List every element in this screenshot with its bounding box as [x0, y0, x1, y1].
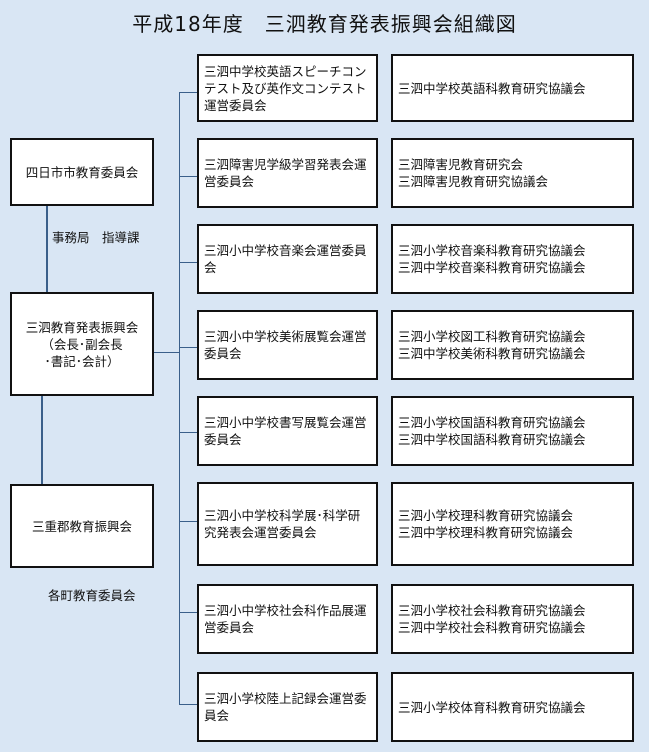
yokkaichi-board-box: 四日市市教育委員会 — [10, 138, 154, 206]
council-label: 三泗小学校社会科教育研究協議会 三泗中学校社会科教育研究協議会 — [398, 603, 586, 635]
committee-label: 三泗小中学校社会科作品展運営委員会 — [204, 603, 367, 635]
council-box: 三泗小学校図工科教育研究協議会 三泗中学校美術科教育研究協議会 — [391, 310, 634, 380]
mie-gun-association-label: 三重郡教育振興会 — [31, 518, 132, 534]
page-title: 平成18年度 三泗教育発表振興会組織図 — [132, 12, 517, 36]
committee-label: 三泗小中学校音楽会運営委員会 — [204, 243, 367, 275]
sanshi-association-label: 三泗教育発表振興会 （会長･副会長 ･書記･会計） — [25, 319, 139, 369]
connector-center-trunk — [153, 352, 179, 353]
council-label: 三泗小学校音楽科教育研究協議会 三泗中学校音楽科教育研究協議会 — [398, 243, 586, 275]
council-box: 三泗小学校国語科教育研究協議会 三泗中学校国語科教育研究協議会 — [391, 396, 634, 466]
yokkaichi-board-label: 四日市市教育委員会 — [25, 164, 139, 180]
committee-label: 三泗小学校陸上記録会運営委員会 — [204, 691, 367, 723]
committee-box: 三泗小学校陸上記録会運営委員会 — [197, 672, 378, 742]
sanshi-association-box: 三泗教育発表振興会 （会長･副会長 ･書記･会計） — [10, 292, 154, 396]
connector-branch — [179, 262, 198, 263]
committee-label: 三泗障害児学級学習発表会運営委員会 — [204, 157, 367, 189]
connector-branch — [179, 92, 198, 93]
committee-label: 三泗小中学校科学展･科学研究発表会運営委員会 — [204, 508, 361, 540]
council-label: 三泗小学校国語科教育研究協議会 三泗中学校国語科教育研究協議会 — [398, 415, 586, 447]
council-box: 三泗小学校体育科教育研究協議会 — [391, 672, 634, 742]
council-label: 三泗小学校理科教育研究協議会 三泗中学校理科教育研究協議会 — [398, 508, 574, 540]
committee-label: 三泗小中学校書写展覧会運営委員会 — [204, 415, 367, 447]
council-box: 三泗中学校英語科教育研究協議会 — [391, 54, 634, 122]
mie-gun-association-box: 三重郡教育振興会 — [10, 484, 154, 568]
council-box: 三泗小学校社会科教育研究協議会 三泗中学校社会科教育研究協議会 — [391, 584, 634, 654]
council-label: 三泗中学校英語科教育研究協議会 — [398, 80, 586, 96]
connector-branch — [179, 612, 198, 613]
committee-box: 三泗小中学校音楽会運営委員会 — [197, 224, 378, 294]
council-label: 三泗小学校図工科教育研究協議会 三泗中学校美術科教育研究協議会 — [398, 329, 586, 361]
council-box: 三泗小学校音楽科教育研究協議会 三泗中学校音楽科教育研究協議会 — [391, 224, 634, 294]
secretariat-note: 事務局 指導課 — [52, 230, 140, 245]
connector-branch — [179, 347, 198, 348]
committee-box: 三泗障害児学級学習発表会運営委員会 — [197, 138, 378, 208]
committee-box: 三泗小中学校科学展･科学研究発表会運営委員会 — [197, 482, 378, 566]
committee-label: 三泗小中学校美術展覧会運営委員会 — [204, 329, 367, 361]
council-box: 三泗小学校理科教育研究協議会 三泗中学校理科教育研究協議会 — [391, 482, 634, 566]
council-label: 三泗小学校体育科教育研究協議会 — [398, 699, 586, 715]
connector-branch — [179, 432, 198, 433]
committee-box: 三泗小中学校書写展覧会運営委員会 — [197, 396, 378, 466]
connector-trunk — [179, 92, 180, 704]
connector-top-center — [46, 206, 48, 292]
committee-box: 三泗小中学校社会科作品展運営委員会 — [197, 584, 378, 654]
council-label: 三泗障害児教育研究会 三泗障害児教育研究協議会 — [398, 157, 549, 189]
committee-label: 三泗中学校英語スピーチコンテスト及び英作文コンテスト運営委員会 — [204, 63, 367, 113]
connector-branch — [179, 176, 198, 177]
council-box: 三泗障害児教育研究会 三泗障害児教育研究協議会 — [391, 138, 634, 208]
town-boards-note: 各町教育委員会 — [48, 588, 136, 603]
committee-box: 三泗小中学校美術展覧会運営委員会 — [197, 310, 378, 380]
connector-branch — [179, 521, 198, 522]
committee-box: 三泗中学校英語スピーチコンテスト及び英作文コンテスト運営委員会 — [197, 54, 378, 122]
connector-branch — [179, 704, 198, 705]
connector-center-bottom — [41, 396, 43, 484]
